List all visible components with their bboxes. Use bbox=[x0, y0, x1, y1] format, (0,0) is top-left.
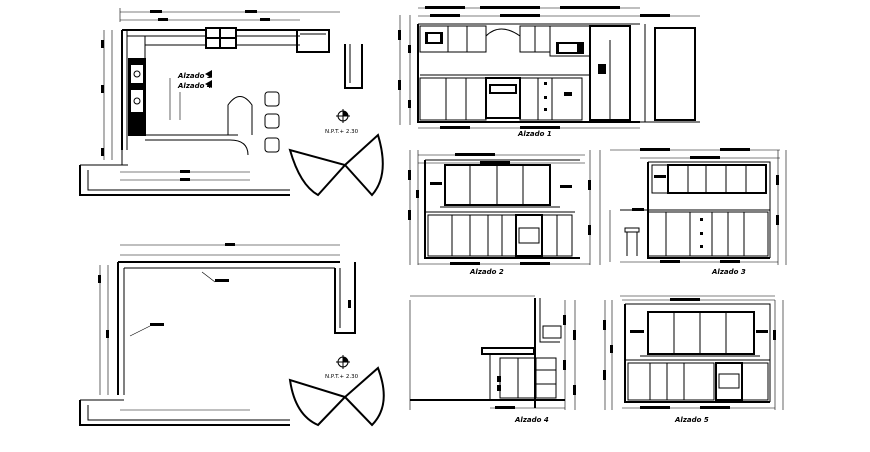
double-door-swing-icon bbox=[288, 133, 384, 197]
level-marker-icon bbox=[336, 355, 350, 369]
stool-icon bbox=[264, 91, 280, 107]
floor-plan-bottom: N.P.T.+ 2.30 bbox=[79, 243, 385, 427]
elevation-label-5: Alzado 5 bbox=[674, 416, 709, 424]
elevation-tag-4: Alzado 4 bbox=[177, 82, 212, 90]
floor-plan-top: Alzado 1 Alzado 4 N.P.T.+ 2.30 bbox=[79, 8, 384, 197]
elevation-label-1: Alzado 1 bbox=[517, 130, 552, 138]
level-marker-icon bbox=[336, 109, 350, 123]
elevation-tag-1: Alzado 1 bbox=[177, 72, 212, 80]
elevation-2: Alzado 2 bbox=[408, 150, 601, 276]
elevation-5: Alzado 5 bbox=[603, 295, 784, 424]
elevation-label-4: Alzado 4 bbox=[514, 416, 549, 424]
elevation-3: Alzado 3 bbox=[609, 148, 787, 276]
fridge-icon bbox=[296, 29, 330, 53]
elevation-4: Alzado 4 bbox=[409, 295, 576, 424]
stool-icon bbox=[264, 113, 280, 129]
elevation-label-3: Alzado 3 bbox=[711, 268, 746, 276]
elevation-label-2: Alzado 2 bbox=[469, 268, 504, 276]
double-door-swing-icon bbox=[288, 366, 385, 427]
elevation-1: Alzado 1 bbox=[398, 6, 700, 138]
cooktop-icon bbox=[205, 27, 237, 49]
stool-icon bbox=[264, 137, 280, 153]
level-label-bottom: N.P.T.+ 2.30 bbox=[325, 374, 359, 380]
level-label-top: N.P.T.+ 2.30 bbox=[325, 129, 359, 135]
sink-icon bbox=[128, 58, 146, 136]
